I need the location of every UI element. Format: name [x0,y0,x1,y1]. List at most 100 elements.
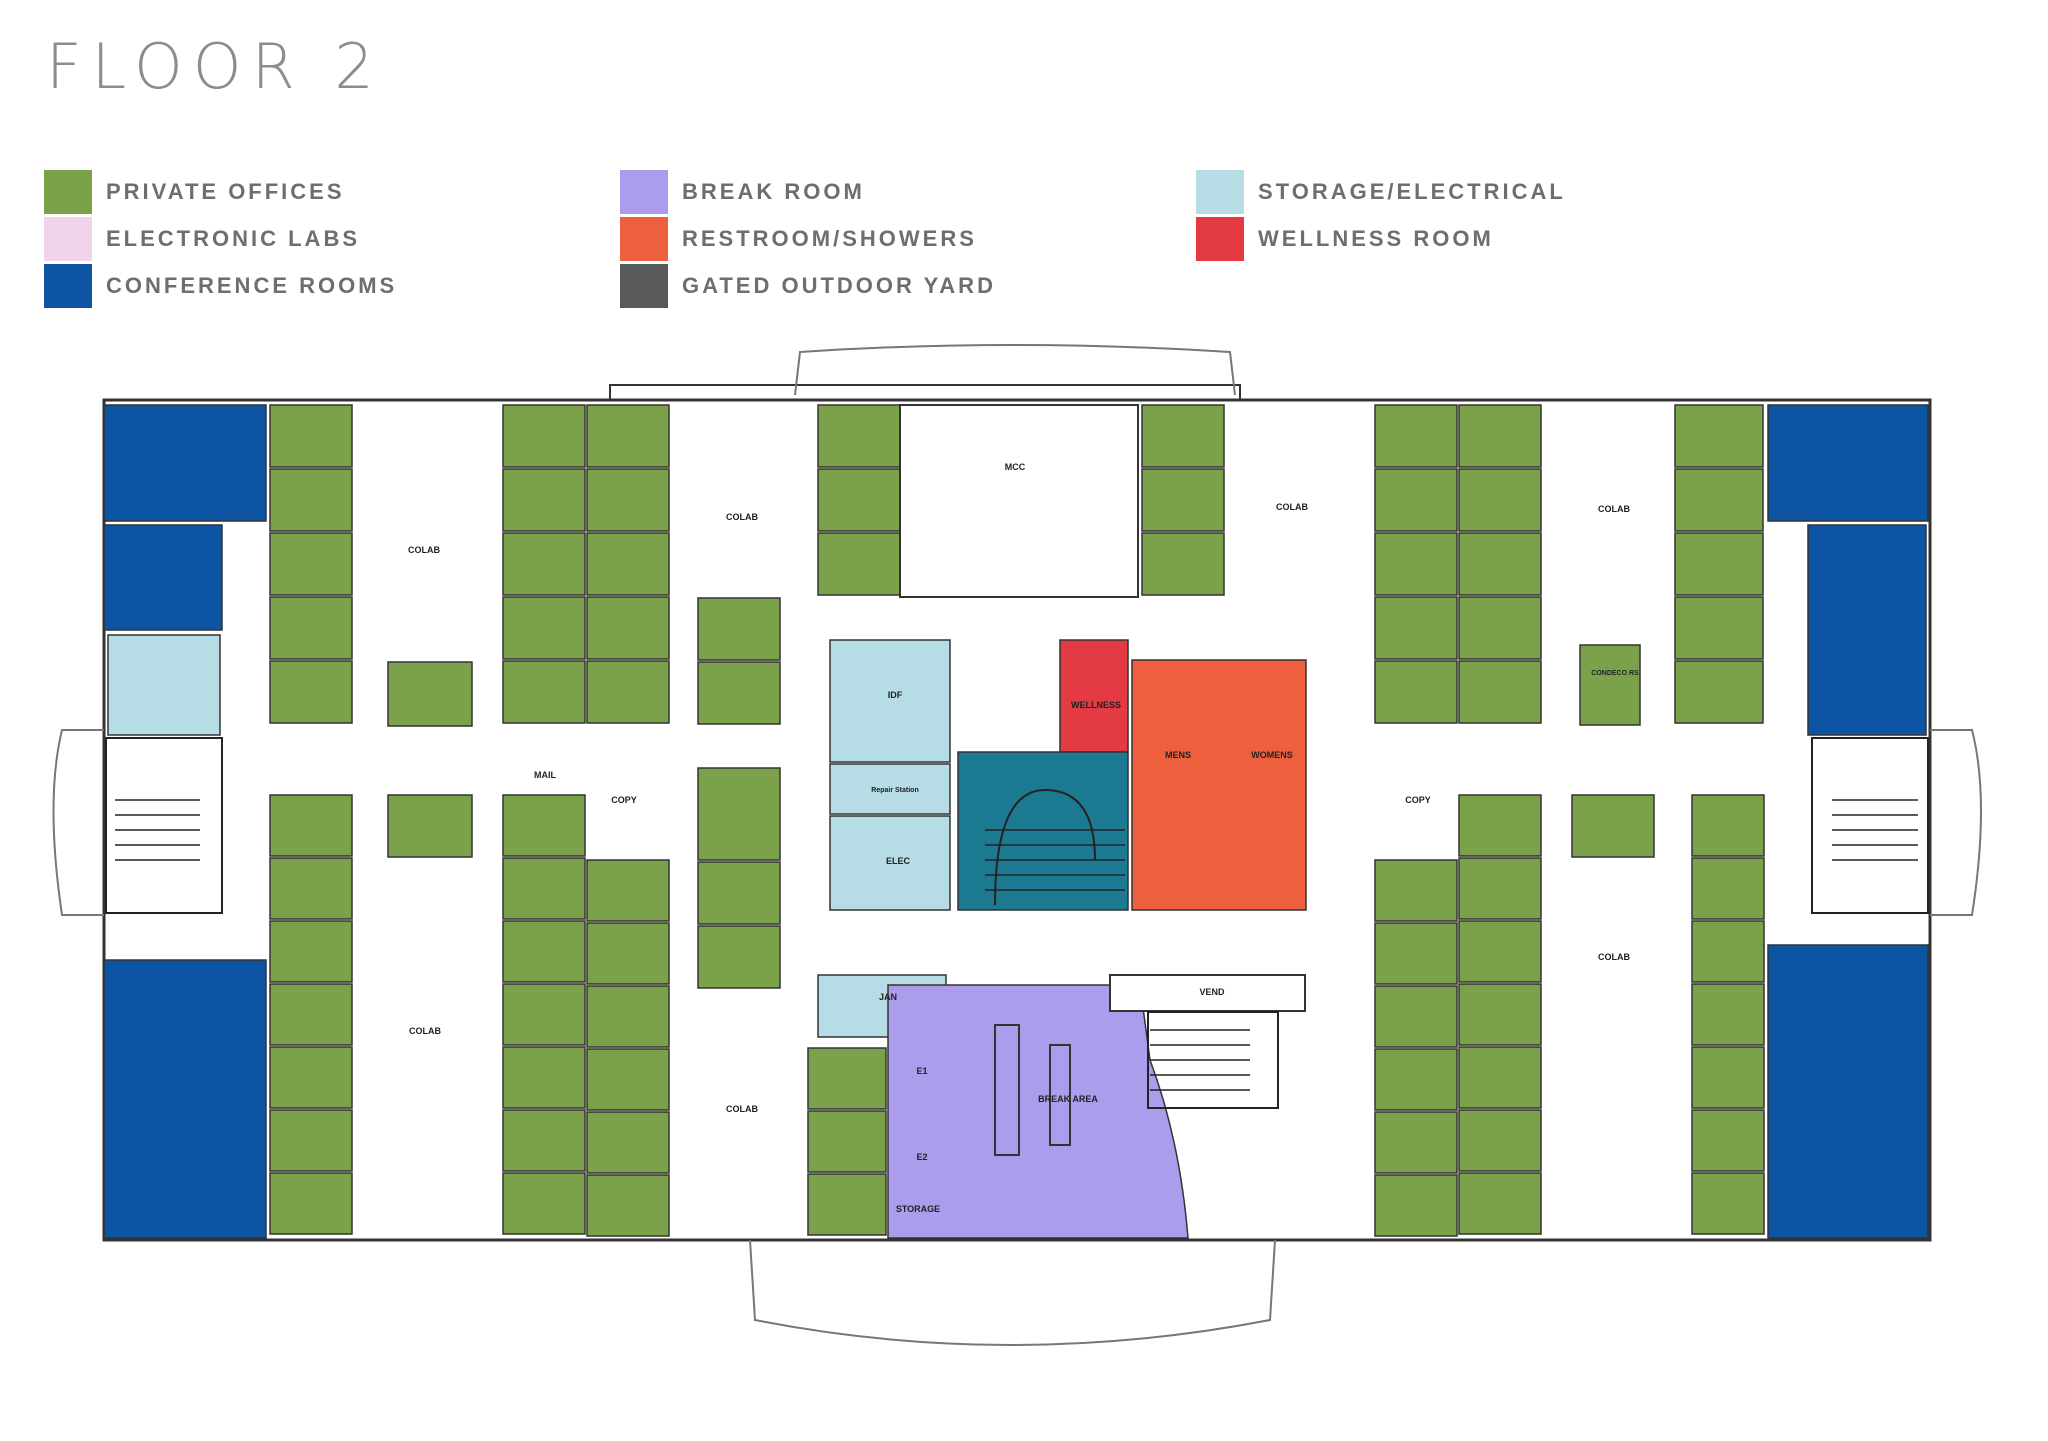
legend-label-break: BREAK ROOM [682,179,865,204]
label-break-area: BREAK AREA [1038,1094,1098,1104]
private-office-52 [502,920,586,983]
private-office-19 [1141,404,1225,468]
private-office-5 [269,660,353,724]
private-office-55 [502,1109,586,1172]
private-office-3 [269,532,353,596]
label-wellness: WELLNESS [1071,700,1121,710]
private-office-17 [817,468,901,532]
elec-room [829,815,951,911]
private-office-77 [1458,983,1542,1046]
private-office-4 [269,596,353,660]
break-counter [994,1024,1020,1156]
private-office-62 [586,1174,670,1237]
private-office-33 [1674,468,1764,532]
label-repair: Repair Station [871,787,918,794]
legend-swatch-wellness [1196,217,1244,261]
private-office-22 [1374,404,1458,468]
private-office-44 [269,920,353,983]
wellness-room [1059,639,1129,753]
label-jan: JAN [879,992,897,1002]
private-office-32 [1674,404,1764,468]
conference-room-sw [103,959,267,1239]
private-office-75 [1458,857,1542,920]
idf-room [829,639,951,763]
private-office-25 [1374,596,1458,660]
legend-item-wellness: WELLNESS ROOM [1196,217,1494,261]
private-office-49 [387,794,473,858]
legend-swatch-break [620,170,668,214]
private-office-53 [502,983,586,1046]
building-outline [52,344,1982,1346]
private-office-61 [586,1111,670,1174]
legend-swatch-conference [44,264,92,308]
private-office-23 [1374,468,1458,532]
label-elec: ELEC [886,856,911,866]
legend-label-wellness: WELLNESS ROOM [1258,226,1494,251]
legend-item-conference: CONFERENCE ROOMS [44,264,397,308]
legend-label-restroom: RESTROOM/SHOWERS [682,226,977,251]
label-womens: WOMENS [1251,750,1293,760]
private-office-82 [1691,794,1765,857]
private-office-80 [1458,1172,1542,1235]
private-office-84 [1691,920,1765,983]
private-office-24 [1374,532,1458,596]
label-idf: IDF [888,690,903,700]
label-colab-7: COLAB [1598,952,1630,962]
conference-room-w [103,524,223,631]
label-mail: MAIL [534,770,556,780]
private-office-54 [502,1046,586,1109]
private-office-21 [1141,532,1225,596]
label-copy-left: COPY [611,795,637,805]
private-office-78 [1458,1046,1542,1109]
private-office-67 [807,1173,887,1236]
private-office-73 [1374,1174,1458,1237]
label-copy-right: COPY [1405,795,1431,805]
south-stair [1147,1011,1279,1109]
break-room [887,984,1189,1239]
electronic-lab [697,767,781,861]
private-office-11 [586,404,670,468]
private-office-14 [586,596,670,660]
label-colab-1: COLAB [408,545,440,555]
private-office-69 [1374,922,1458,985]
private-office-85 [1691,983,1765,1046]
conference-room-se [1767,944,1929,1239]
label-e1: E1 [916,1066,927,1076]
label-colab-6: COLAB [726,1104,758,1114]
private-office-7 [502,468,586,532]
private-office-86 [1691,1046,1765,1109]
label-colab-2: COLAB [726,512,758,522]
stair-treads [985,788,1125,906]
private-office-74 [1458,794,1542,857]
private-office-43 [269,857,353,920]
legend-item-yard: GATED OUTDOOR YARD [620,264,996,308]
private-office-35 [1674,596,1764,660]
private-office-45 [269,983,353,1046]
private-office-42 [269,794,353,857]
legend-swatch-restroom [620,217,668,261]
mcc-room [899,404,1139,598]
label-mcc: MCC [1005,462,1026,472]
private-office-66 [807,1110,887,1173]
private-office-38 [697,597,781,661]
label-vend: VEND [1199,987,1225,997]
private-office-48 [269,1172,353,1235]
private-offices [269,404,1765,1237]
private-office-50 [502,794,586,857]
page-title: FLOOR 2 [46,30,384,103]
private-office-65 [807,1047,887,1110]
restrooms-showers [1131,659,1307,911]
storage-room-west [107,634,221,736]
private-office-27 [1458,404,1542,468]
repair-station-room [829,763,951,815]
private-office-51 [502,857,586,920]
legend-swatch-yard [620,264,668,308]
label-colab-4: COLAB [1598,504,1630,514]
private-office-37 [387,661,473,727]
label-colab-3: COLAB [1276,502,1308,512]
legend-item-private: PRIVATE OFFICES [44,170,345,214]
legend-swatch-labs [44,217,92,261]
private-office-10 [502,660,586,724]
private-office-26 [1374,660,1458,724]
